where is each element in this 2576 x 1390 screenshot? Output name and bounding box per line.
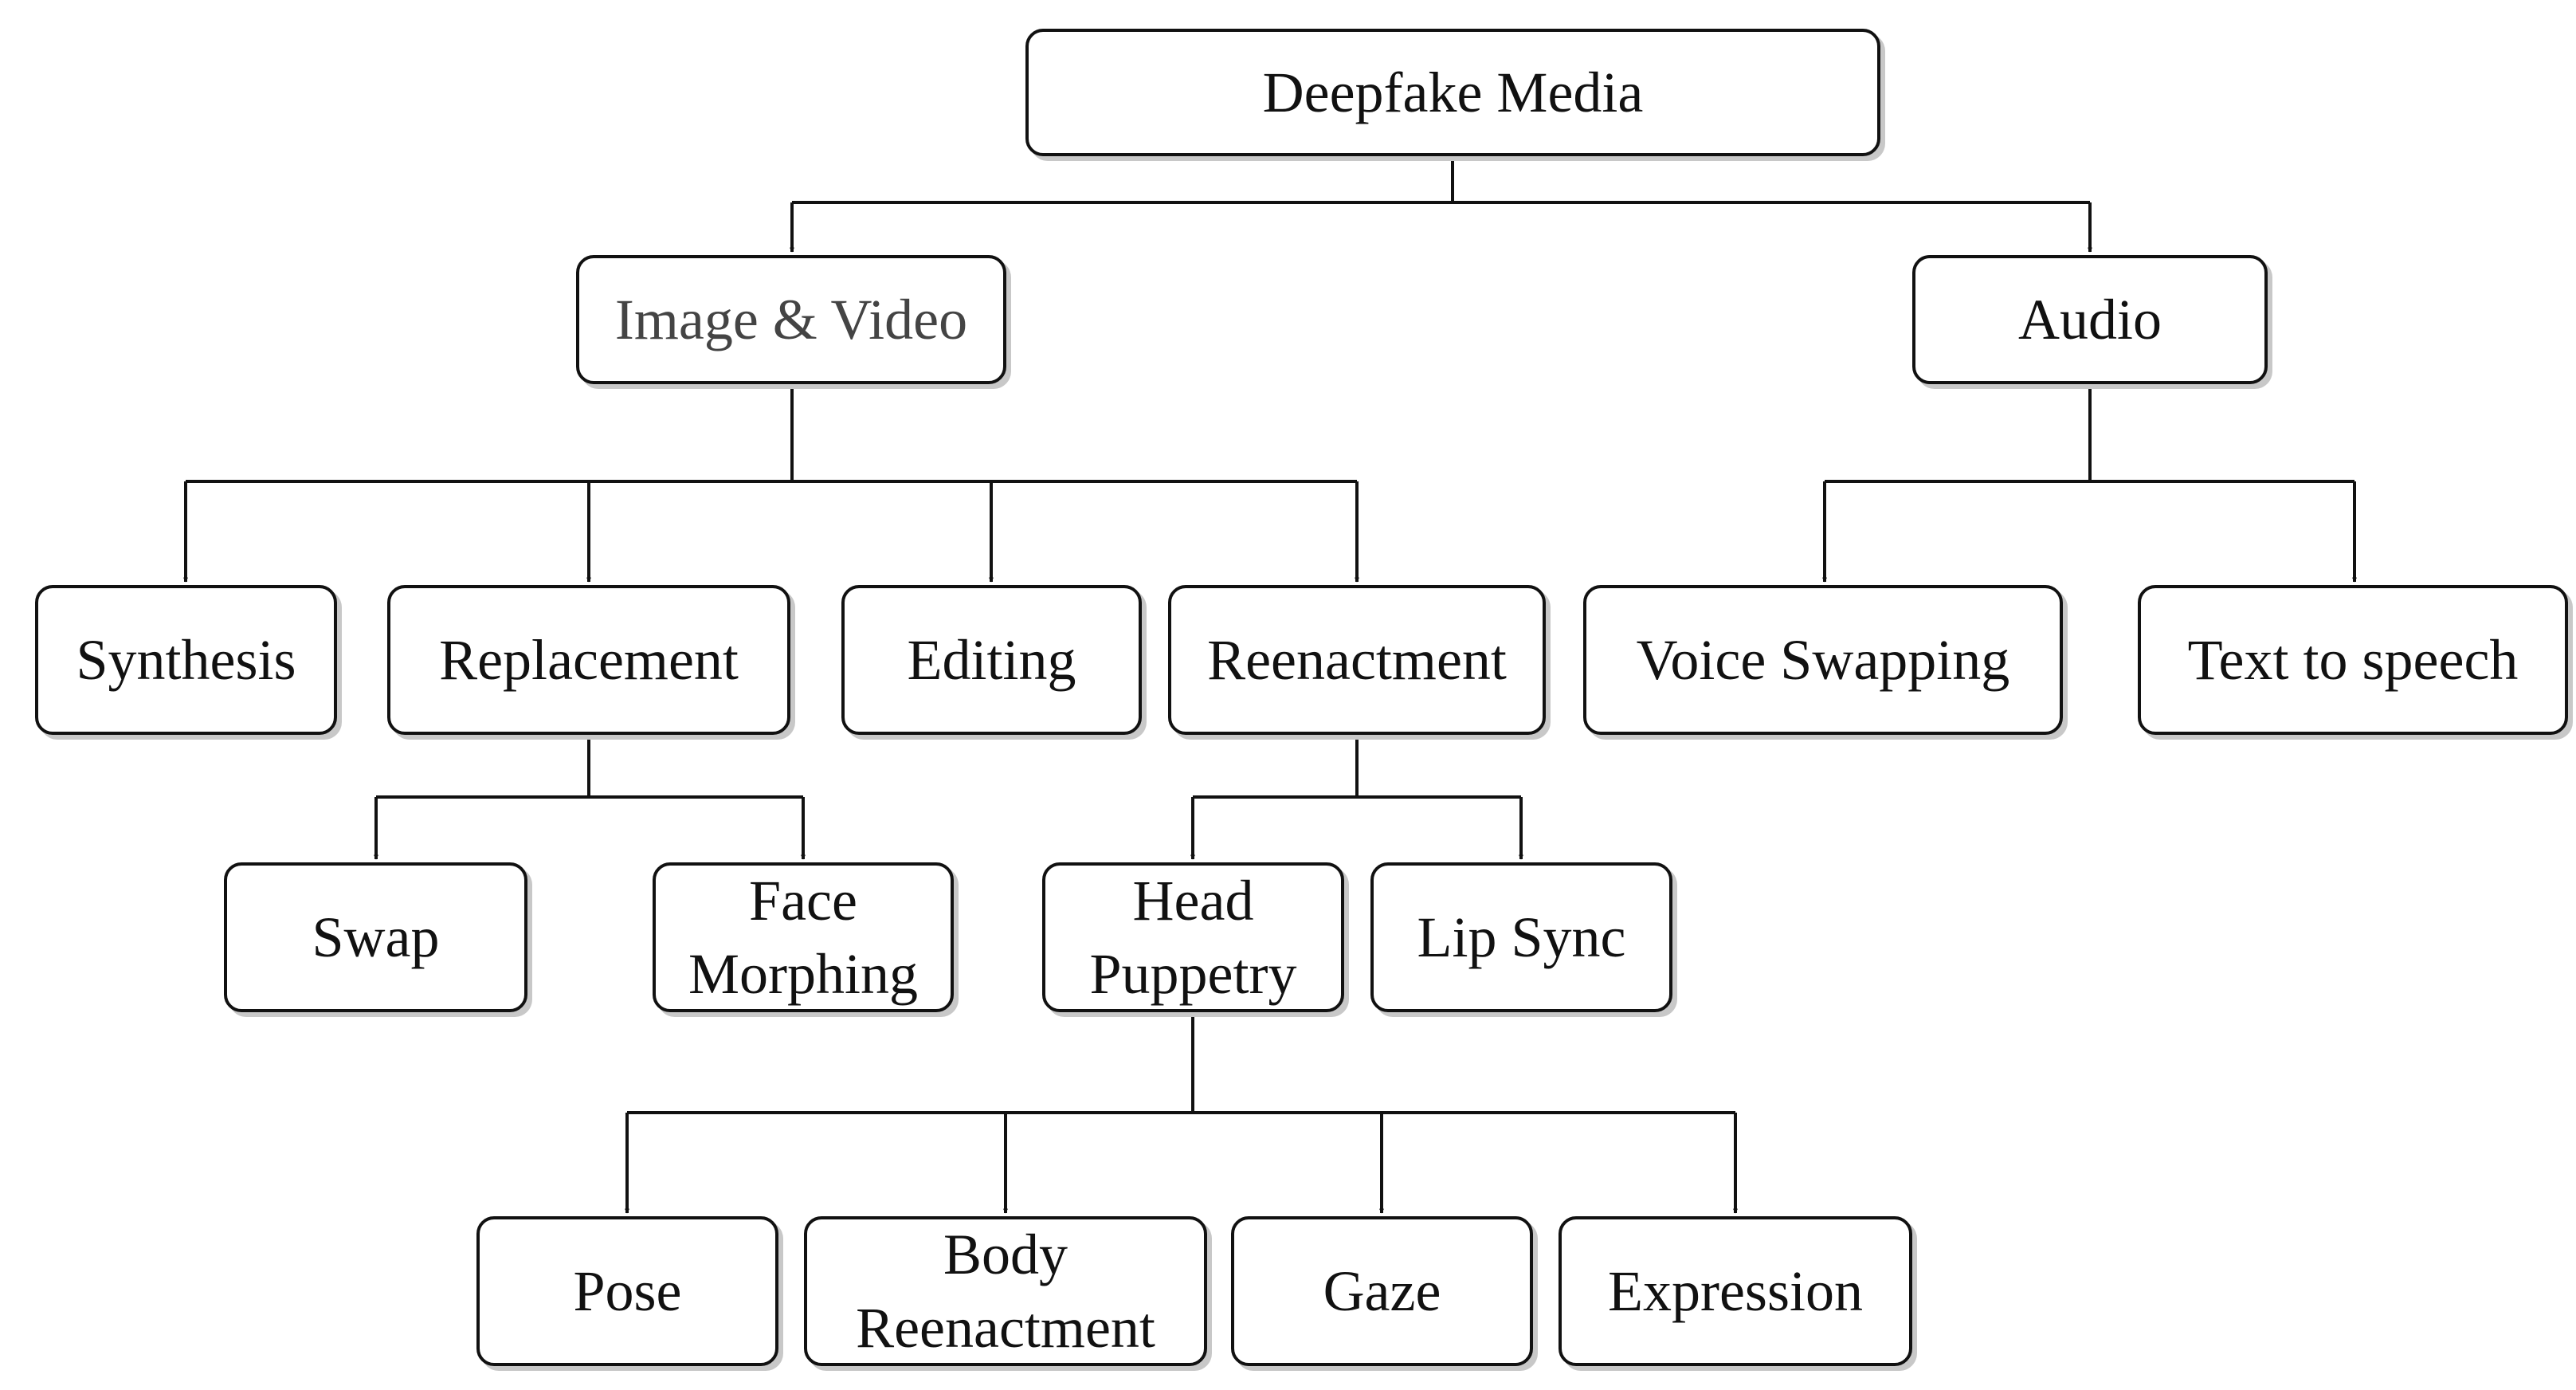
node-label-line-1: Body xyxy=(943,1223,1068,1286)
node-expression: Expression xyxy=(1559,1216,1912,1366)
node-face-morphing: Face Morphing xyxy=(653,862,954,1012)
node-label-line-2: Reenactment xyxy=(856,1296,1155,1360)
node-label: Editing xyxy=(907,628,1076,692)
node-label-line-2: Puppetry xyxy=(1089,942,1297,1006)
node-label: Reenactment xyxy=(1207,628,1507,692)
node-deepfake-media: Deepfake Media xyxy=(1025,29,1880,156)
node-label: Swap xyxy=(312,905,440,969)
node-replacement: Replacement xyxy=(387,585,790,735)
node-pose: Pose xyxy=(476,1216,778,1366)
node-reenactment: Reenactment xyxy=(1168,585,1546,735)
node-label: Deepfake Media xyxy=(1262,61,1644,124)
node-label: Lip Sync xyxy=(1417,905,1626,969)
node-audio: Audio xyxy=(1912,255,2268,384)
node-head-puppetry: Head Puppetry xyxy=(1042,862,1344,1012)
node-body-reenactment: Body Reenactment xyxy=(804,1216,1207,1366)
node-swap: Swap xyxy=(224,862,527,1012)
node-label: Text to speech xyxy=(2187,628,2519,692)
node-label: Pose xyxy=(573,1259,682,1323)
node-label: Synthesis xyxy=(76,628,296,692)
node-label: Gaze xyxy=(1323,1259,1441,1323)
node-editing: Editing xyxy=(841,585,1142,735)
node-label: Expression xyxy=(1608,1259,1863,1323)
node-image-video: Image & Video xyxy=(576,255,1006,384)
node-synthesis: Synthesis xyxy=(35,585,337,735)
node-voice-swapping: Voice Swapping xyxy=(1583,585,2063,735)
node-label-line-1: Face xyxy=(749,869,857,933)
node-label-line-1: Head xyxy=(1132,869,1254,933)
node-gaze: Gaze xyxy=(1231,1216,1533,1366)
node-text-to-speech: Text to speech xyxy=(2138,585,2568,735)
node-label: Image & Video xyxy=(614,288,968,351)
node-label: Replacement xyxy=(439,628,739,692)
node-label-line-2: Morphing xyxy=(688,942,918,1006)
node-lip-sync: Lip Sync xyxy=(1370,862,1672,1012)
node-label: Voice Swapping xyxy=(1636,628,2010,692)
node-label: Audio xyxy=(2018,288,2162,351)
